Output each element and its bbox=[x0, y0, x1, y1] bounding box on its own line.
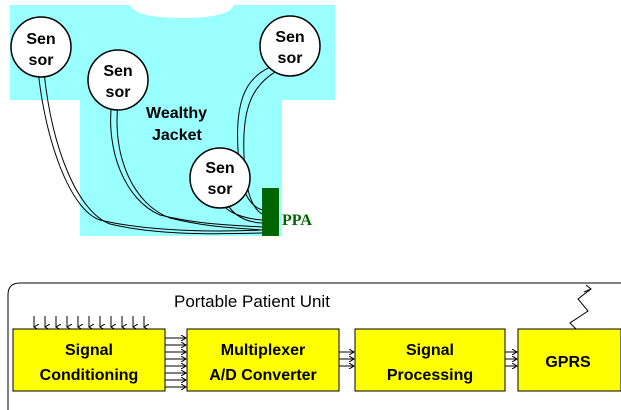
sensor-1-line1: Sen bbox=[26, 31, 55, 48]
sensor-4: Sen sor bbox=[189, 147, 251, 209]
block-signal-conditioning: Signal Conditioning bbox=[12, 328, 166, 392]
block-2-line2: A/D Converter bbox=[209, 367, 317, 384]
sensor-3-line1: Sen bbox=[275, 29, 304, 46]
jacket-label-line2: Jacket bbox=[152, 127, 202, 144]
block-4-label: GPRS bbox=[545, 354, 591, 371]
input-arrows bbox=[34, 316, 144, 327]
sensor-4-line2: sor bbox=[208, 181, 233, 198]
block-multiplexer: Multiplexer A/D Converter bbox=[186, 328, 340, 392]
jacket-shape bbox=[10, 5, 335, 236]
antenna-icon bbox=[569, 288, 592, 334]
ppa-box bbox=[262, 188, 279, 236]
sensor-1-line2: sor bbox=[29, 52, 54, 69]
block-3-line2: Processing bbox=[387, 367, 473, 384]
connector-2-3 bbox=[339, 352, 354, 366]
connector-3-4 bbox=[505, 352, 517, 366]
sensor-3-line2: sor bbox=[278, 50, 303, 67]
sensor-4-line1: Sen bbox=[205, 160, 234, 177]
unit-title: Portable Patient Unit bbox=[174, 292, 330, 311]
jacket-label-line1: Wealthy bbox=[146, 105, 207, 122]
block-1-line2: Conditioning bbox=[40, 367, 139, 384]
block-2-line1: Multiplexer bbox=[221, 342, 305, 359]
ppa-label: PPA bbox=[282, 212, 312, 229]
block-3-line1: Signal bbox=[406, 342, 454, 359]
unit-frame bbox=[7, 282, 621, 410]
sensor-2-line2: sor bbox=[106, 84, 131, 101]
block-gprs: GPRS bbox=[517, 328, 621, 392]
sensor-wires bbox=[37, 61, 294, 235]
sensor-3: Sen sor bbox=[259, 15, 321, 77]
block-signal-processing: Signal Processing bbox=[354, 328, 506, 392]
connector-1-2 bbox=[165, 338, 186, 387]
sensor-2-line1: Sen bbox=[103, 63, 132, 80]
block-1-line1: Signal bbox=[65, 342, 113, 359]
sensor-2: Sen sor bbox=[87, 49, 149, 111]
sensor-1: Sen sor bbox=[10, 16, 72, 78]
